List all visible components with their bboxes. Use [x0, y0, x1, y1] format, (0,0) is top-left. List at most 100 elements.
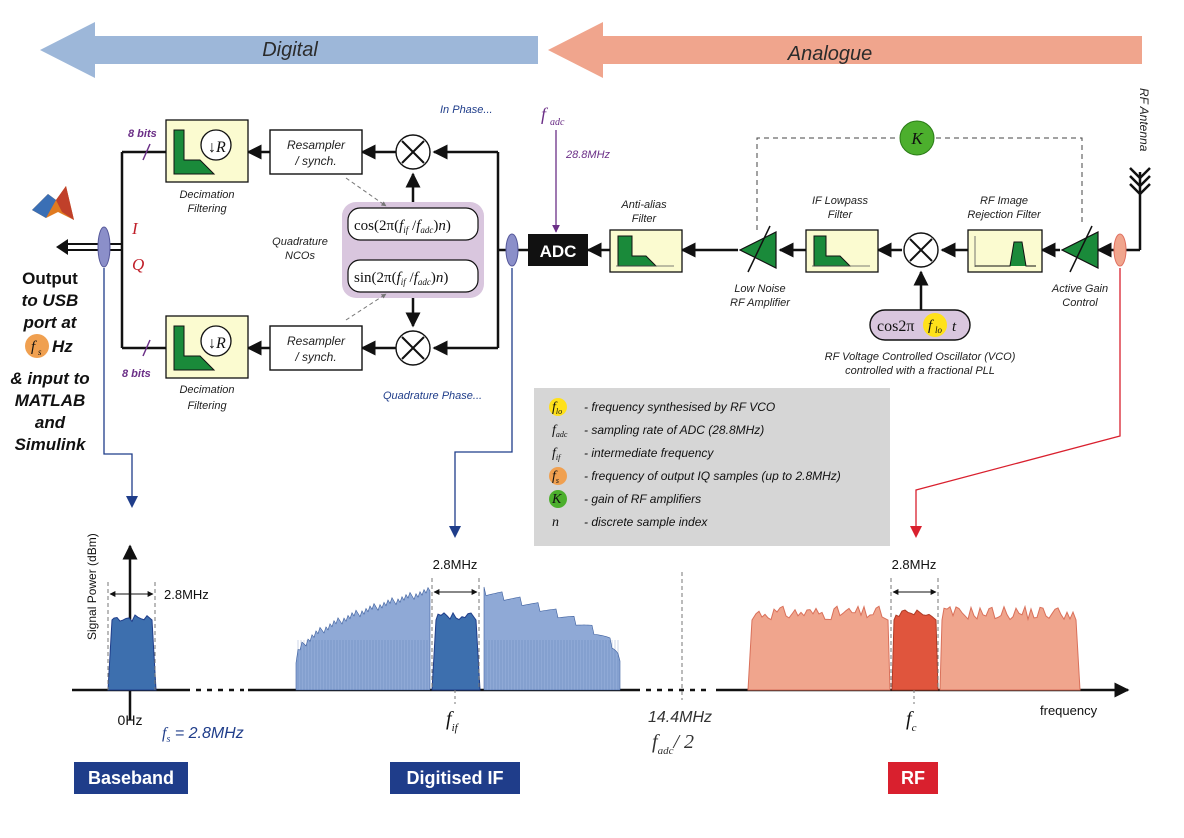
svg-text:n: n: [552, 515, 559, 530]
svg-text:f: f: [928, 318, 934, 334]
legend-text: - intermediate frequency: [584, 446, 714, 460]
quadrature-ncos: cos(2π(fif /fadc)n) sin(2π(fif /fadc)n) …: [272, 177, 484, 321]
digital-banner-label: Digital: [262, 39, 318, 61]
if-right-band: [483, 586, 621, 691]
legend-row: K - gain of RF amplifiers: [549, 490, 701, 508]
analogue-banner-label: Analogue: [787, 43, 873, 65]
svg-text:Filtering: Filtering: [187, 400, 227, 412]
digital-banner: Digital: [40, 22, 538, 78]
svg-text:f: f: [541, 104, 549, 124]
adc-block: ADC f adc 28.8MHz: [528, 104, 611, 266]
rf-antenna: RF Antenna: [1129, 88, 1151, 250]
svg-text:flo: flo: [552, 400, 562, 416]
svg-text:8 bits: 8 bits: [122, 368, 151, 380]
rf-left-band: [747, 605, 891, 691]
rf-right-band: [939, 604, 1081, 691]
svg-text:Resampler: Resampler: [287, 334, 346, 348]
if-left-band: [295, 586, 431, 691]
anti-alias-filter: Anti-alias Filter: [609, 199, 683, 273]
svg-text:Filter: Filter: [828, 209, 854, 221]
svg-text:8 bits: 8 bits: [128, 128, 157, 140]
bw-if: 2.8MHz: [433, 557, 478, 572]
frequency-labels: 0Hz fs = 2.8MHz fif 14.4MHz fadc/ 2 fc: [118, 708, 917, 757]
rf-mixer: [903, 232, 939, 268]
baseband-tag: Baseband: [74, 762, 188, 794]
xlabel: frequency: [1040, 703, 1098, 718]
rf-vco: cos2π f lo t RF Voltage Controlled Oscil…: [825, 309, 1016, 377]
rf-tag: RF: [888, 762, 938, 794]
analogue-banner: Analogue: [548, 22, 1142, 78]
svg-text:Filter: Filter: [632, 213, 658, 225]
svg-text:28.8MHz: 28.8MHz: [565, 149, 611, 161]
legend-text: - gain of RF amplifiers: [584, 492, 701, 506]
svg-text:Hz: Hz: [52, 337, 73, 356]
svg-text:Active Gain: Active Gain: [1051, 283, 1108, 295]
legend-row: fs - frequency of output IQ samples (up t…: [549, 467, 841, 485]
svg-text:fadc/ 2: fadc/ 2: [652, 731, 694, 757]
legend-text: - frequency synthesised by RF VCO: [584, 400, 775, 414]
bandwidth-markers: 2.8MHz 2.8MHz 2.8MHz: [107, 557, 939, 704]
legend-text: - discrete sample index: [584, 515, 708, 529]
svg-text:K: K: [551, 492, 562, 507]
svg-text:adc: adc: [550, 117, 565, 128]
svg-text:cos2π: cos2π: [877, 318, 914, 335]
svg-text:Digitised IF: Digitised IF: [406, 768, 503, 788]
antenna-label: RF Antenna: [1137, 88, 1151, 152]
bw-baseband: 2.8MHz: [164, 587, 209, 602]
output-description: Output to USB port at f s Hz & input to …: [10, 269, 89, 454]
quadrature-phase-label: Quadrature Phase...: [383, 390, 482, 402]
svg-text:Simulink: Simulink: [15, 435, 87, 454]
zero-hz: 0Hz: [118, 712, 143, 728]
svg-text:K: K: [910, 129, 924, 148]
spectra: [107, 586, 1081, 691]
i-label: I: [131, 219, 139, 238]
resampler-q: Resampler / synch.: [269, 325, 363, 371]
digitised-if-tag: Digitised IF: [390, 762, 520, 794]
legend-row: n - discrete sample index: [552, 515, 708, 530]
svg-text:Resampler: Resampler: [287, 138, 346, 152]
svg-text:/ synch.: / synch.: [294, 154, 336, 168]
rf-image-rejection-filter: RF Image Rejection Filter: [967, 195, 1043, 273]
svg-text:fif: fif: [446, 708, 460, 734]
svg-text:NCOs: NCOs: [285, 250, 315, 262]
svg-text:fif: fif: [552, 446, 562, 462]
in-phase-label: In Phase...: [440, 104, 493, 116]
ylabel: Signal Power (dBm): [85, 533, 99, 640]
svg-text:↓R: ↓R: [208, 139, 226, 156]
if-lowpass-filter: IF Lowpass Filter: [805, 195, 879, 273]
svg-text:Rejection Filter: Rejection Filter: [967, 209, 1042, 221]
svg-text:f: f: [31, 339, 37, 355]
decimation-filter-i: ↓R Decimation Filtering 8 bits: [128, 119, 249, 215]
svg-text:Baseband: Baseband: [88, 768, 174, 788]
interface-markers: [97, 226, 1127, 268]
svg-text:lo: lo: [935, 325, 943, 335]
svg-text:RF: RF: [901, 768, 925, 788]
legend-text: - sampling rate of ADC (28.8MHz): [584, 423, 764, 437]
svg-text:port at: port at: [23, 313, 78, 332]
svg-text:Filtering: Filtering: [187, 203, 227, 215]
svg-text:fs: fs: [552, 469, 559, 485]
svg-text:↓R: ↓R: [208, 335, 226, 352]
svg-text:to USB: to USB: [22, 291, 79, 310]
agc-amplifier: Active Gain Control: [1051, 225, 1108, 309]
svg-text:fs = 2.8MHz: fs = 2.8MHz: [162, 725, 244, 745]
svg-text:Low Noise: Low Noise: [734, 283, 785, 295]
legend-row: fadc - sampling rate of ADC (28.8MHz): [552, 423, 764, 439]
svg-text:Decimation: Decimation: [179, 189, 234, 201]
gain-k-badge: [899, 120, 935, 156]
svg-text:fadc: fadc: [552, 423, 568, 439]
svg-text:RF Image: RF Image: [980, 195, 1028, 207]
legend-text: - frequency of output IQ samples (up to …: [584, 469, 841, 483]
legend-row: flo - frequency synthesised by RF VCO: [549, 398, 775, 416]
baseband-band: [107, 614, 157, 691]
svg-text:Decimation: Decimation: [179, 384, 234, 396]
svg-text:t: t: [952, 319, 957, 335]
svg-text:Control: Control: [1062, 297, 1098, 309]
digital-mixer-i: [395, 134, 431, 170]
rf-center-band: [891, 609, 939, 691]
svg-text:& input to: & input to: [10, 369, 89, 388]
svg-text:IF Lowpass: IF Lowpass: [812, 195, 869, 207]
svg-text:Quadrature: Quadrature: [272, 236, 328, 248]
resampler-i: Resampler / synch.: [269, 129, 363, 175]
rf-signal-path: [56, 143, 1140, 357]
